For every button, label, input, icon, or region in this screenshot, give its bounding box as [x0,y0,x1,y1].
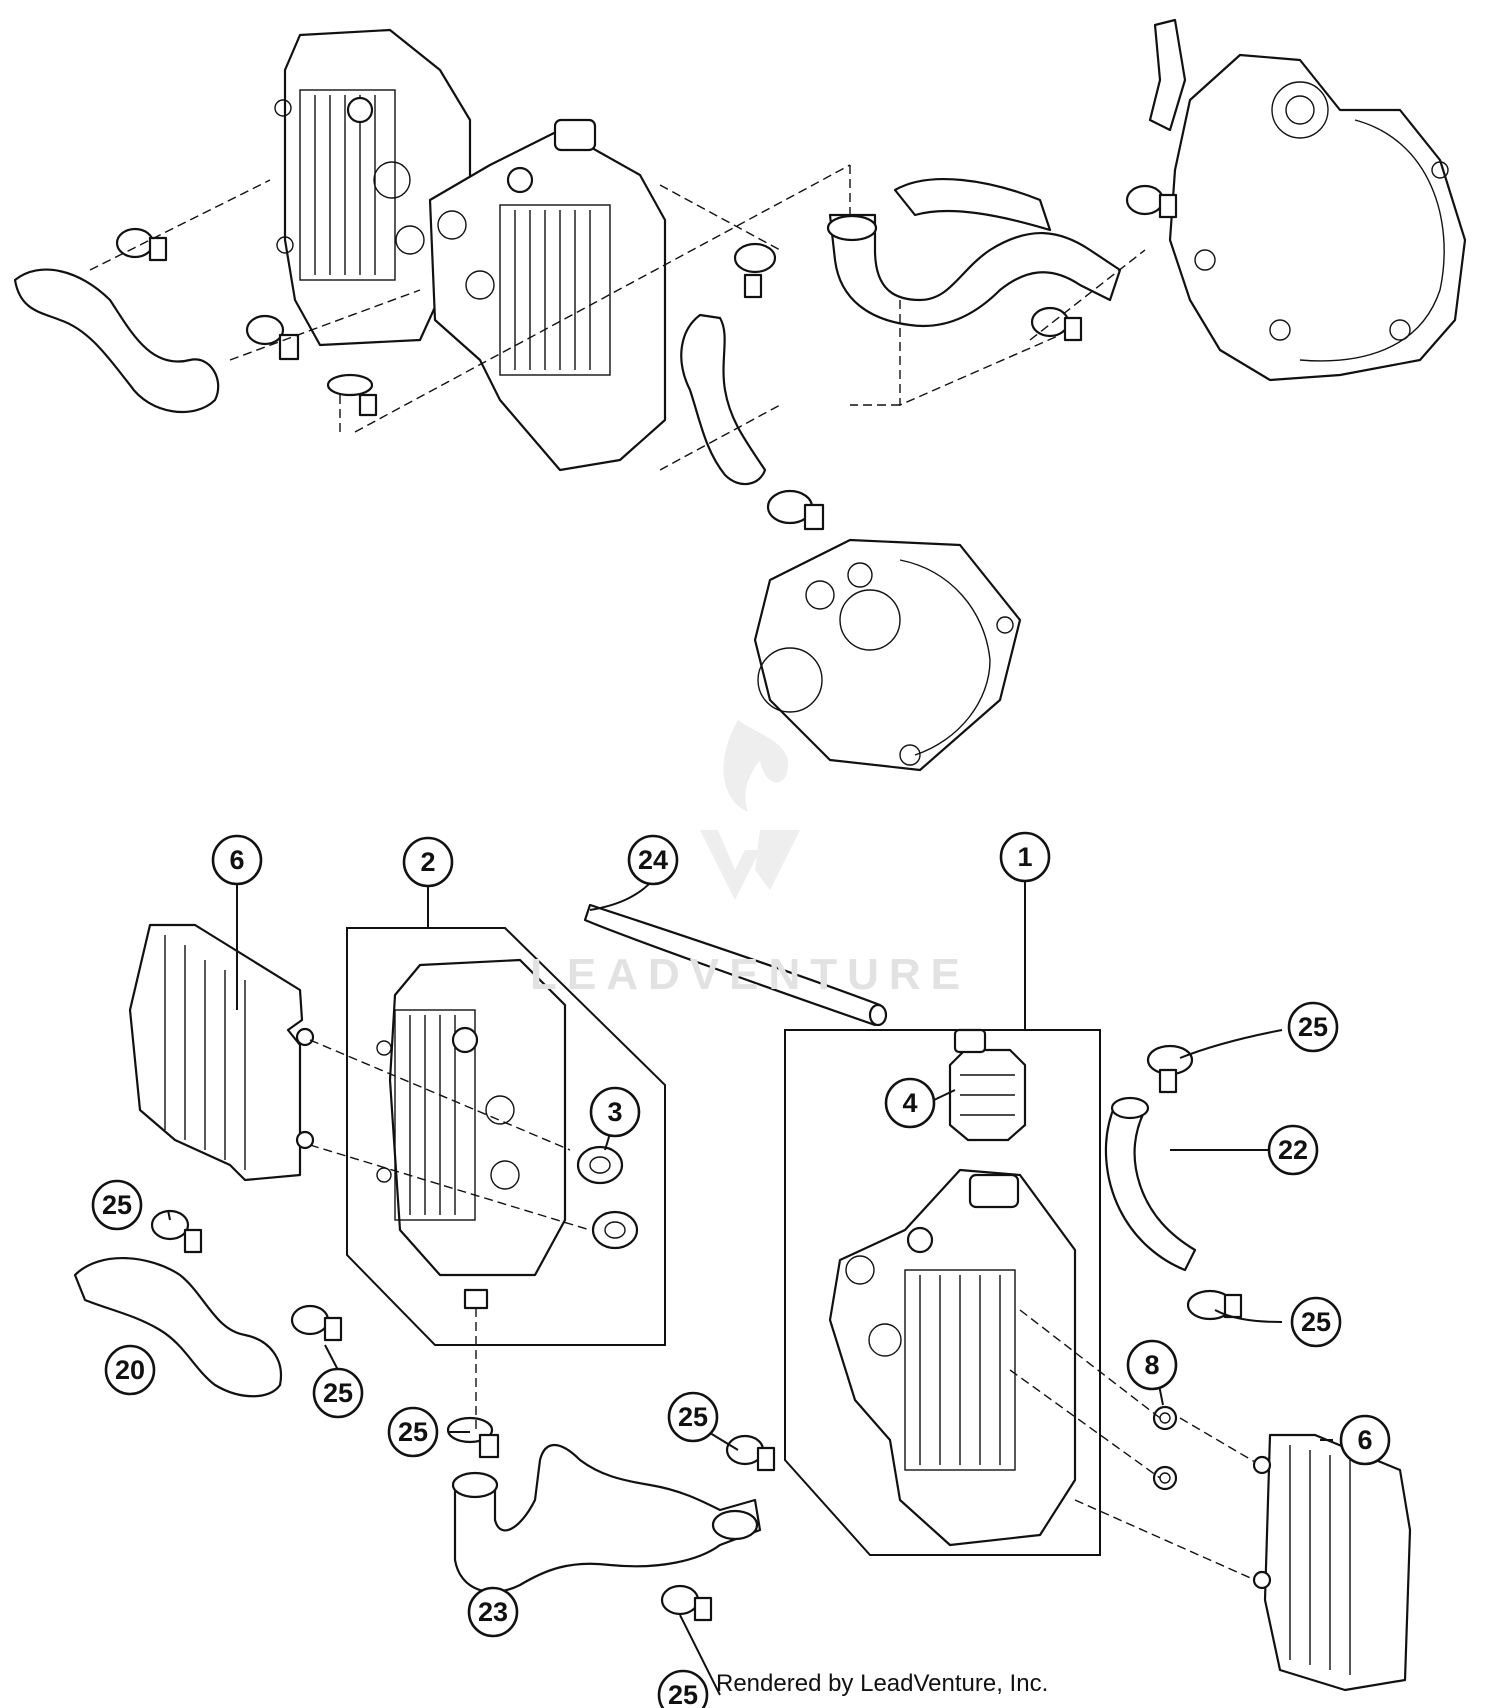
radiator-guard-left [128,923,315,1182]
callout-25-lower-left: 25 [312,1367,364,1419]
upper-hose-left [13,268,220,414]
leadventure-logo-icon [700,720,800,900]
callout-25-left: 25 [91,1179,143,1231]
callout-25-center-left: 25 [387,1406,439,1458]
svg-text:25: 25 [323,1378,353,1408]
callout-2: 2 [402,836,454,888]
svg-text:23: 23 [478,1597,508,1627]
lower-assembly-guide-lines [309,1039,1256,1581]
svg-text:3: 3 [607,1097,622,1127]
bolts-8 [1152,1405,1178,1491]
callout-3: 3 [589,1086,641,1138]
svg-text:25: 25 [1301,1307,1331,1337]
leader-lines [167,877,1333,1696]
callout-25-right: 25 [1290,1296,1342,1348]
callout-20: 20 [104,1344,156,1396]
svg-text:22: 22 [1278,1135,1308,1165]
upper-hose-clamps [115,184,1178,531]
callout-25-upper-right: 25 [1287,1001,1339,1053]
water-pump-cover [1148,18,1467,382]
svg-text:6: 6 [229,845,244,875]
svg-text:25: 25 [668,1680,698,1708]
radiator-right-1 [828,1168,1077,1547]
svg-text:8: 8 [1144,1350,1159,1380]
callout-8: 8 [1126,1339,1178,1391]
svg-text:2: 2 [420,847,435,877]
svg-text:6: 6 [1357,1425,1372,1455]
overflow-hose [583,903,888,1027]
upper-hose-center [680,313,767,486]
callout-24: 24 [627,834,679,886]
svg-text:25: 25 [102,1190,132,1220]
svg-text:24: 24 [638,845,668,875]
svg-text:25: 25 [398,1417,428,1447]
callout-25-center-right: 25 [667,1391,719,1443]
svg-text:25: 25 [1298,1012,1328,1042]
cylinder-head [753,538,1022,772]
group-brackets [346,880,1101,1556]
hose-23 [451,1443,762,1593]
render-credit: Rendered by LeadVenture, Inc. [716,1670,1049,1697]
callout-1: 1 [999,831,1051,883]
callout-22: 22 [1267,1124,1319,1176]
radiator-guard-right [1252,1433,1412,1692]
upper-hose-right [826,177,1122,327]
hose-22 [1104,1096,1197,1272]
svg-text:25: 25 [678,1402,708,1432]
callout-6-right: 6 [1339,1414,1391,1466]
hose-20 [73,1257,283,1398]
lower-hose-clamps [150,1044,1243,1622]
rubber-grommets [576,1145,639,1250]
callout-23: 23 [467,1586,519,1638]
watermark-text: LEADVENTURE [529,950,971,999]
callout-6-left: 6 [211,834,263,886]
radiator-cap [948,1028,1027,1142]
upper-radiator-right [428,118,667,472]
svg-text:4: 4 [902,1088,917,1118]
svg-text:20: 20 [115,1355,145,1385]
callout-25-bottom: 25 [657,1669,709,1708]
upper-assembly-guide-lines [89,164,1146,471]
callout-4: 4 [884,1077,936,1129]
radiator-left-2 [376,958,567,1310]
svg-text:1: 1 [1017,842,1032,872]
